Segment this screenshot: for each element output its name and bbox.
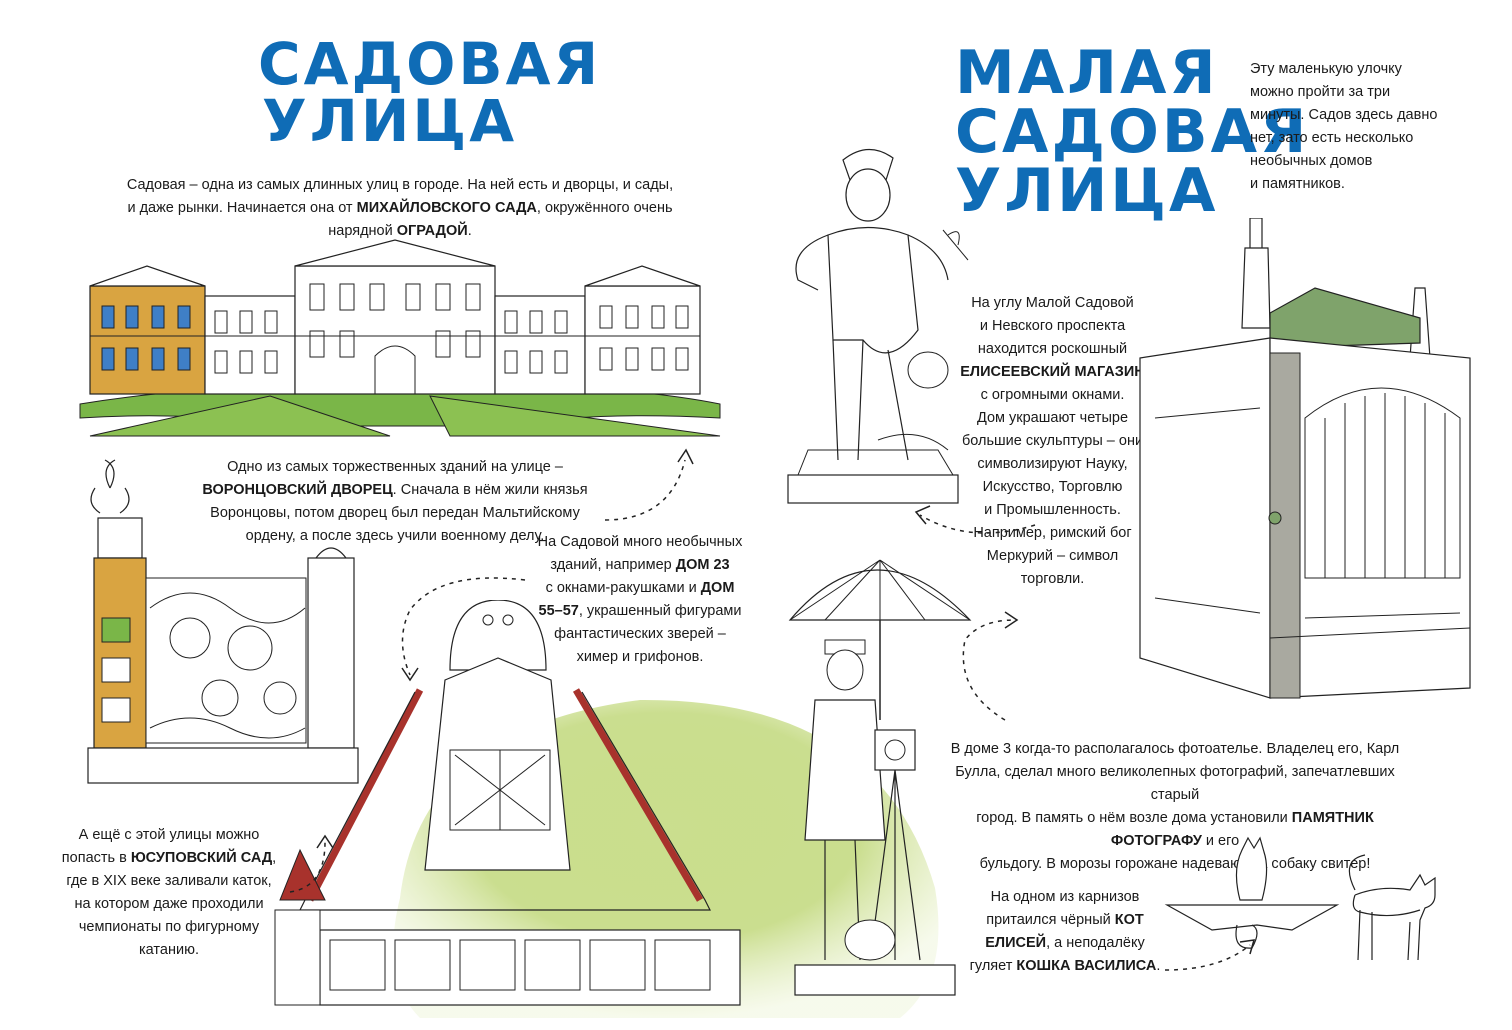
eliseev-store-illustration (1139, 218, 1471, 699)
right-title-line3: УЛИЦА (955, 155, 1219, 226)
right-title-line1: МАЛАЯ (955, 38, 1219, 108)
right-title-line2: САДОВАЯ (955, 96, 1310, 167)
fence-illustration (87, 459, 359, 784)
dashed-arrow-icon (914, 505, 1036, 534)
dashed-arrow-icon (604, 448, 694, 521)
photographer-statue-illustration (788, 559, 972, 996)
palace-illustration (79, 239, 721, 437)
right-intro-text: Эту маленькую улочку можно пройти за три… (1250, 61, 1438, 192)
mercury-statue-illustration (787, 148, 969, 504)
left-title-line2: УЛИЦА (262, 86, 518, 155)
intro-line: нарядной ОГРАДОЙ. (328, 223, 472, 239)
dashed-arrow-icon (401, 577, 526, 682)
right-title: МАЛАЯ САДОВАЯ УЛИЦА (955, 38, 1310, 226)
intro-line: и даже рынки. Начинается она от МИХАЙЛОВ… (127, 200, 673, 216)
cat-walking-illustration (1348, 854, 1436, 961)
cat-elisey-highlight: КОТ (1114, 912, 1144, 928)
left-title-line1: САДОВАЯ (258, 30, 602, 98)
mikhailovsky-garden-highlight: МИХАЙЛОВСКОГО САДА (356, 200, 537, 216)
yusupov-garden-highlight: ЮСУПОВСКИЙ САД (130, 850, 273, 866)
house-55-57-highlight: ДОМ (700, 580, 735, 596)
cats-text: На одном из карнизов притаился чёрный КО… (969, 889, 1161, 974)
dashed-arrow-icon (289, 834, 334, 893)
bulla-photo-text: В доме 3 когда-то располагалось фотоател… (950, 741, 1400, 872)
intro-line: Садовая – одна из самых длинных улиц в г… (126, 177, 674, 193)
left-title: САДОВАЯ УЛИЦА (258, 30, 602, 155)
eliseev-store-highlight: ЕЛИСЕЕВСКИЙ МАГАЗИН (960, 364, 1145, 380)
cat-vasilisa-highlight: КОШКА ВАСИЛИСА (1016, 958, 1157, 974)
photographer-monument-highlight: ПАМЯТНИК ФОТОГРАФУ (1110, 810, 1374, 849)
house-23-highlight: ДОМ 23 (675, 557, 730, 573)
dashed-arrow-icon (962, 611, 1019, 721)
left-intro-text: Садовая – одна из самых длинных улиц в г… (100, 174, 700, 243)
cat-on-cornice-illustration (1164, 836, 1340, 949)
vorontsov-palace-highlight: ВОРОНЦОВСКИЙ ДВОРЕЦ (202, 482, 393, 498)
eliseev-store-text: На углу Малой Садовой и Невского проспек… (960, 295, 1145, 587)
chimera-house-illustration (274, 600, 741, 1006)
unusual-houses-text: На Садовой много необычных зданий, напри… (537, 534, 743, 665)
fence-highlight: ОГРАДОЙ (396, 223, 468, 239)
dashed-arrow-icon (1164, 939, 1256, 971)
vorontsov-palace-text: Одно из самых торжественных зданий на ул… (202, 459, 588, 544)
yusupov-garden-text: А ещё с этой улицы можно попасть в ЮСУПО… (61, 827, 277, 958)
